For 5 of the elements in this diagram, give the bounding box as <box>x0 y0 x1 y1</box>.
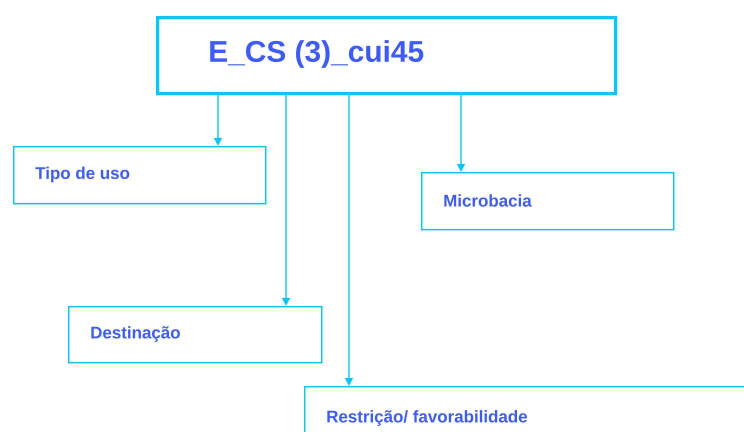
category-box: Restrição/ favorabilidade <box>304 386 744 432</box>
category-box: Microbacia <box>421 172 674 230</box>
category-box: Destinação <box>68 306 322 364</box>
category-box: Tipo de uso <box>13 146 266 204</box>
title-box: E_CS (3)_cui45 <box>156 16 618 96</box>
